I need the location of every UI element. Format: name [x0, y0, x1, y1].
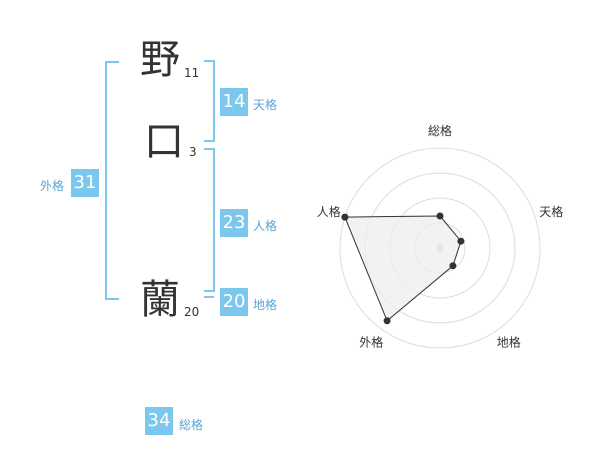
- name-char-3: 蘭: [140, 277, 180, 323]
- tenkaku-value: 14: [220, 88, 248, 116]
- chikaku-label: 地格: [253, 298, 278, 312]
- soukaku-value: 34: [145, 407, 173, 435]
- radar-area: [344, 215, 462, 322]
- gaikaku-label: 外格: [40, 179, 65, 193]
- stroke-count-2: 3: [189, 145, 197, 159]
- jinkaku-label: 人格: [253, 219, 278, 233]
- jinkaku-bracket: [204, 148, 215, 292]
- name-char-2: 口: [144, 119, 184, 165]
- name-char-1: 野: [140, 37, 180, 83]
- soukaku-label: 総格: [179, 418, 204, 432]
- gaikaku-value: 31: [71, 169, 99, 197]
- gaikaku-bracket: [105, 61, 119, 300]
- radar-axis-label: 天格: [539, 204, 563, 219]
- radar-axis-label: 人格: [317, 204, 341, 219]
- radar-axis-label: 総格: [428, 123, 452, 138]
- tenkaku-bracket: [204, 60, 215, 142]
- radar-point: [436, 212, 444, 220]
- radar-axis-label: 地格: [497, 335, 521, 350]
- radar-point: [341, 213, 349, 221]
- jinkaku-value: 23: [220, 209, 248, 237]
- chikaku-value: 20: [220, 288, 248, 316]
- radar-point: [457, 237, 465, 245]
- radar-axis-label: 外格: [359, 335, 383, 350]
- stroke-count-1: 11: [184, 66, 200, 80]
- radar-point: [383, 317, 391, 325]
- tenkaku-label: 天格: [253, 98, 278, 112]
- chikaku-connector: [204, 296, 214, 298]
- stroke-count-3: 20: [184, 305, 200, 319]
- radar-point: [449, 262, 457, 270]
- radar-ring: [339, 147, 541, 349]
